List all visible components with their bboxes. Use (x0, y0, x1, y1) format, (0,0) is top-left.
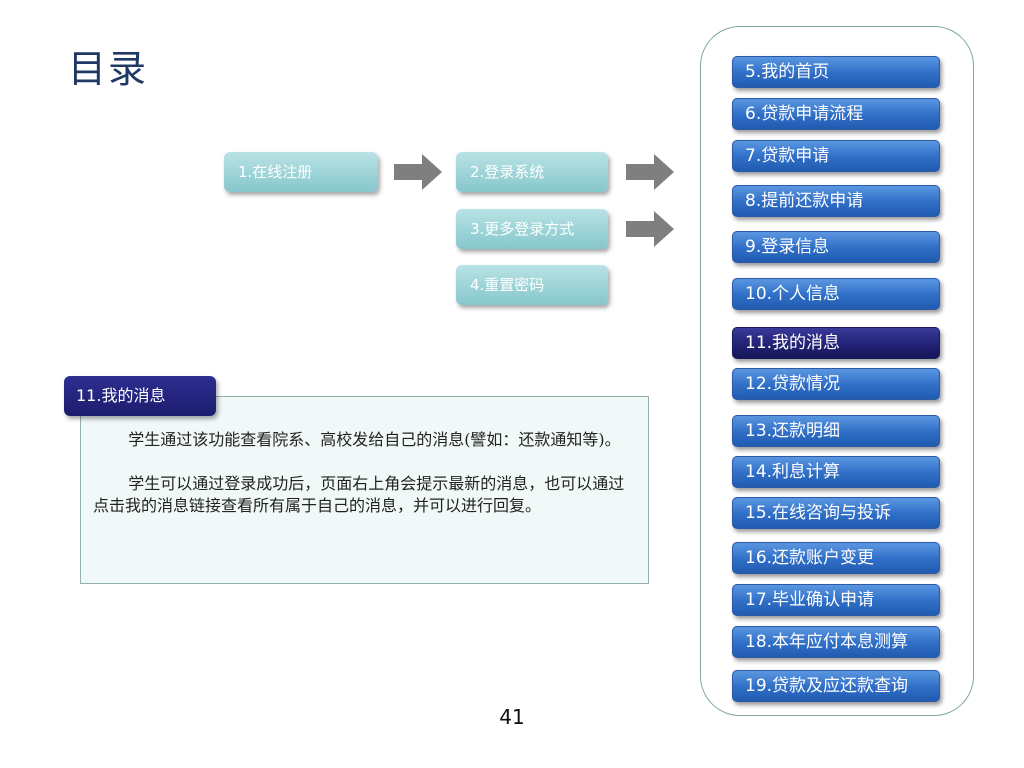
nav-item-login-info[interactable]: 9.登录信息 (732, 231, 940, 263)
description-heading: 11.我的消息 (64, 376, 216, 416)
description-paragraph: 学生可以通过登录成功后，页面右上角会提示最新的消息，也可以通过点击我的消息链接查… (93, 474, 625, 515)
nav-item-interest-calc[interactable]: 14.利息计算 (732, 456, 940, 488)
nav-item-annual-estimate[interactable]: 18.本年应付本息测算 (732, 626, 940, 658)
nav-item-loan-status[interactable]: 12.贷款情况 (732, 368, 940, 400)
nav-item-account-change[interactable]: 16.还款账户变更 (732, 542, 940, 574)
nav-item-loan-query[interactable]: 19.贷款及应还款查询 (732, 670, 940, 702)
nav-item-consult[interactable]: 15.在线咨询与投诉 (732, 497, 940, 529)
right-arrow-icon (394, 154, 442, 190)
step-online-register-button[interactable]: 1.在线注册 (224, 152, 378, 192)
nav-item-home[interactable]: 5.我的首页 (732, 56, 940, 88)
nav-item-early-repay[interactable]: 8.提前还款申请 (732, 185, 940, 217)
nav-item-repay-detail[interactable]: 13.还款明细 (732, 415, 940, 447)
step-login-system-button[interactable]: 2.登录系统 (456, 152, 608, 192)
description-paragraph: 学生通过该功能查看院系、高校发给自己的消息(譬如：还款通知等)。 (128, 430, 621, 449)
nav-item-personal-info[interactable]: 10.个人信息 (732, 278, 940, 310)
page-number: 41 (499, 705, 525, 729)
step-more-login-button[interactable]: 3.更多登录方式 (456, 209, 608, 249)
nav-item-loan-apply[interactable]: 7.贷款申请 (732, 140, 940, 172)
step-reset-password-button[interactable]: 4.重置密码 (456, 265, 608, 305)
right-arrow-icon (626, 154, 674, 190)
nav-item-loan-process[interactable]: 6.贷款申请流程 (732, 98, 940, 130)
nav-item-my-messages[interactable]: 11.我的消息 (732, 327, 940, 359)
description-box: 学生通过该功能查看院系、高校发给自己的消息(譬如：还款通知等)。 学生可以通过登… (80, 396, 649, 584)
nav-panel (700, 26, 974, 716)
right-arrow-icon (626, 211, 674, 247)
nav-item-graduation-confirm[interactable]: 17.毕业确认申请 (732, 584, 940, 616)
page-title: 目录 (68, 47, 149, 91)
